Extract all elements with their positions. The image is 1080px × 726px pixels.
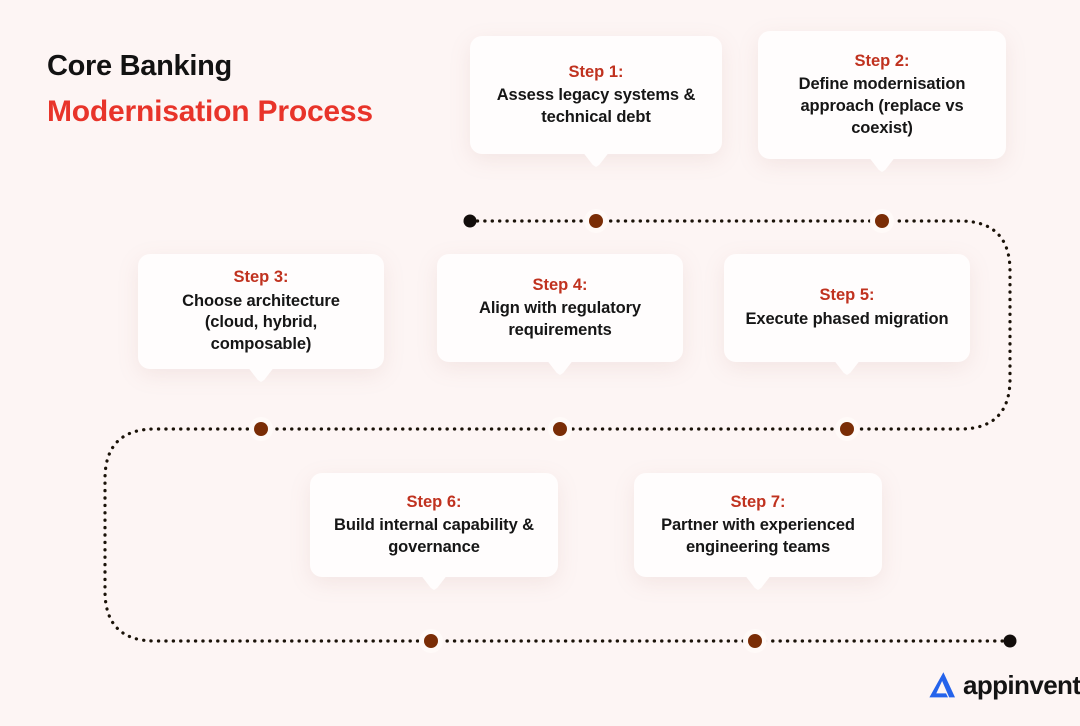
connector-start-dot [463, 214, 477, 228]
connector-end-dot [1003, 634, 1017, 648]
step-card-5-label: Step 5: [819, 286, 875, 305]
connector-waypoint-dot-4 [553, 422, 567, 436]
brand-logo-text: appinventiv [963, 670, 1080, 700]
step-card-6-label: Step 6: [406, 492, 462, 511]
brand-logo: appinventiv [926, 668, 1080, 702]
step-card-1-text: Assess legacy systems & technical debt [496, 85, 696, 126]
title-line-accent: Modernisation Process [47, 95, 373, 128]
step-card-6-text: Build internal capability & governance [334, 515, 534, 556]
step-card-1[interactable]: Step 1: Assess legacy systems & technica… [470, 36, 722, 167]
step-card-2-label: Step 2: [854, 51, 910, 70]
step-card-3-text: Choose architecture (cloud, hybrid, comp… [182, 291, 340, 354]
step-card-2[interactable]: Step 2: Define modernisation approach (r… [758, 31, 1006, 172]
step-card-7-label: Step 7: [730, 492, 786, 511]
step-card-3-label: Step 3: [233, 268, 289, 287]
connector-waypoint-dot-2 [875, 214, 889, 228]
step-card-1-label: Step 1: [568, 62, 624, 81]
step-card-3[interactable]: Step 3: Choose architecture (cloud, hybr… [138, 254, 384, 382]
step-card-7-text: Partner with experienced engineering tea… [661, 515, 855, 556]
step-card-4-label: Step 4: [532, 275, 588, 294]
appinventiv-a-mark-icon [929, 672, 955, 698]
step-card-5-text: Execute phased migration [745, 309, 949, 328]
title-line-primary: Core Banking [47, 50, 232, 82]
connector-waypoint-dot-5 [840, 422, 854, 436]
connector-waypoint-dot-1 [589, 214, 603, 228]
connector-waypoint-dot-3 [254, 422, 268, 436]
step-card-5[interactable]: Step 5: Execute phased migration [724, 254, 970, 375]
step-card-7[interactable]: Step 7: Partner with experienced enginee… [634, 473, 882, 590]
step-card-4[interactable]: Step 4: Align with regulatory requiremen… [437, 254, 683, 375]
connector-waypoint-dot-6 [424, 634, 438, 648]
connector-waypoint-dot-7 [748, 634, 762, 648]
step-card-6[interactable]: Step 6: Build internal capability & gove… [310, 473, 558, 590]
step-card-4-text: Align with regulatory requirements [479, 298, 641, 339]
page-title: Core Banking Modernisation Process [47, 52, 373, 127]
step-card-2-text: Define modernisation approach (replace v… [798, 75, 966, 137]
